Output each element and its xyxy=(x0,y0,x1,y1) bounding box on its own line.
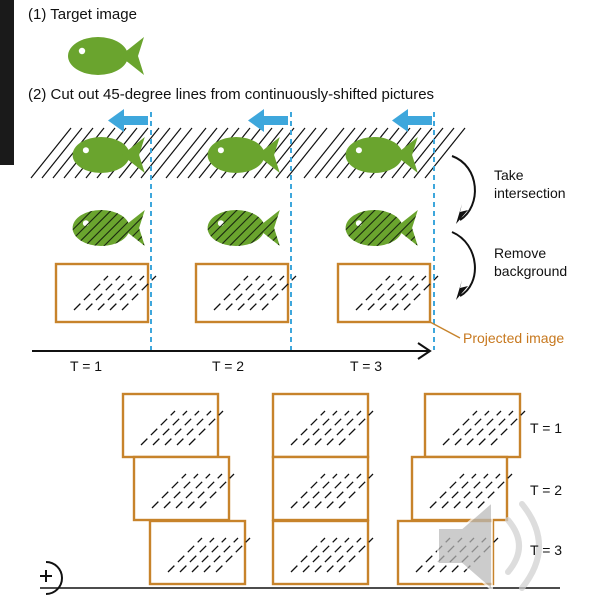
stack-frame-2-1 xyxy=(271,392,374,459)
projected-frame-1 xyxy=(54,262,157,324)
add-icon xyxy=(40,561,63,595)
shift-arrow-icon xyxy=(392,109,432,132)
fish-eye xyxy=(82,147,89,154)
projected-frame-2 xyxy=(194,262,297,324)
stack-frame-3-2 xyxy=(410,455,513,522)
fish-row1-2 xyxy=(207,136,280,174)
speaker-icon xyxy=(437,499,542,593)
fish-row2-1 xyxy=(72,209,145,247)
step-2-title: (2) Cut out 45-degree lines from continu… xyxy=(28,86,435,103)
projected-frame-3 xyxy=(336,262,439,324)
fish-row2-2 xyxy=(207,209,280,247)
time-label-3: T = 3 xyxy=(350,358,383,374)
stack-frame-1-2 xyxy=(132,455,235,522)
remove-background-arrow xyxy=(451,231,476,300)
time-label-2: T = 2 xyxy=(212,358,245,374)
fish-row1-1 xyxy=(72,136,145,174)
projected-image-label: Projected image xyxy=(463,330,565,346)
stack-label-2: T = 2 xyxy=(530,482,563,498)
remove-background-label: Remove background xyxy=(494,245,568,279)
fish-eye xyxy=(355,147,362,154)
stack-label-3: T = 3 xyxy=(530,542,563,558)
time-axis-arrow xyxy=(32,342,432,360)
fish-row2-3 xyxy=(345,209,418,247)
shift-arrow-icon xyxy=(108,109,148,132)
time-label-1: T = 1 xyxy=(70,358,103,374)
take-intersection-arrow xyxy=(451,155,476,224)
take-intersection-label: Take intersection xyxy=(494,167,566,201)
stack-frame-3-1 xyxy=(423,392,526,459)
stack-frame-2-3 xyxy=(271,519,374,586)
stack-frame-2-2 xyxy=(271,455,374,522)
step-1-title: (1) Target image xyxy=(28,6,137,23)
shift-arrow-icon xyxy=(248,109,288,132)
stack-frame-1-1 xyxy=(121,392,224,459)
projected-leader-line xyxy=(429,321,461,339)
fish-eye xyxy=(78,47,86,55)
fish-row1-3 xyxy=(345,136,418,174)
video-edge-bar xyxy=(0,0,14,165)
fish-eye xyxy=(217,147,224,154)
stack-label-1: T = 1 xyxy=(530,420,563,436)
fish-icon xyxy=(68,37,144,75)
stack-frame-1-3 xyxy=(148,519,251,586)
